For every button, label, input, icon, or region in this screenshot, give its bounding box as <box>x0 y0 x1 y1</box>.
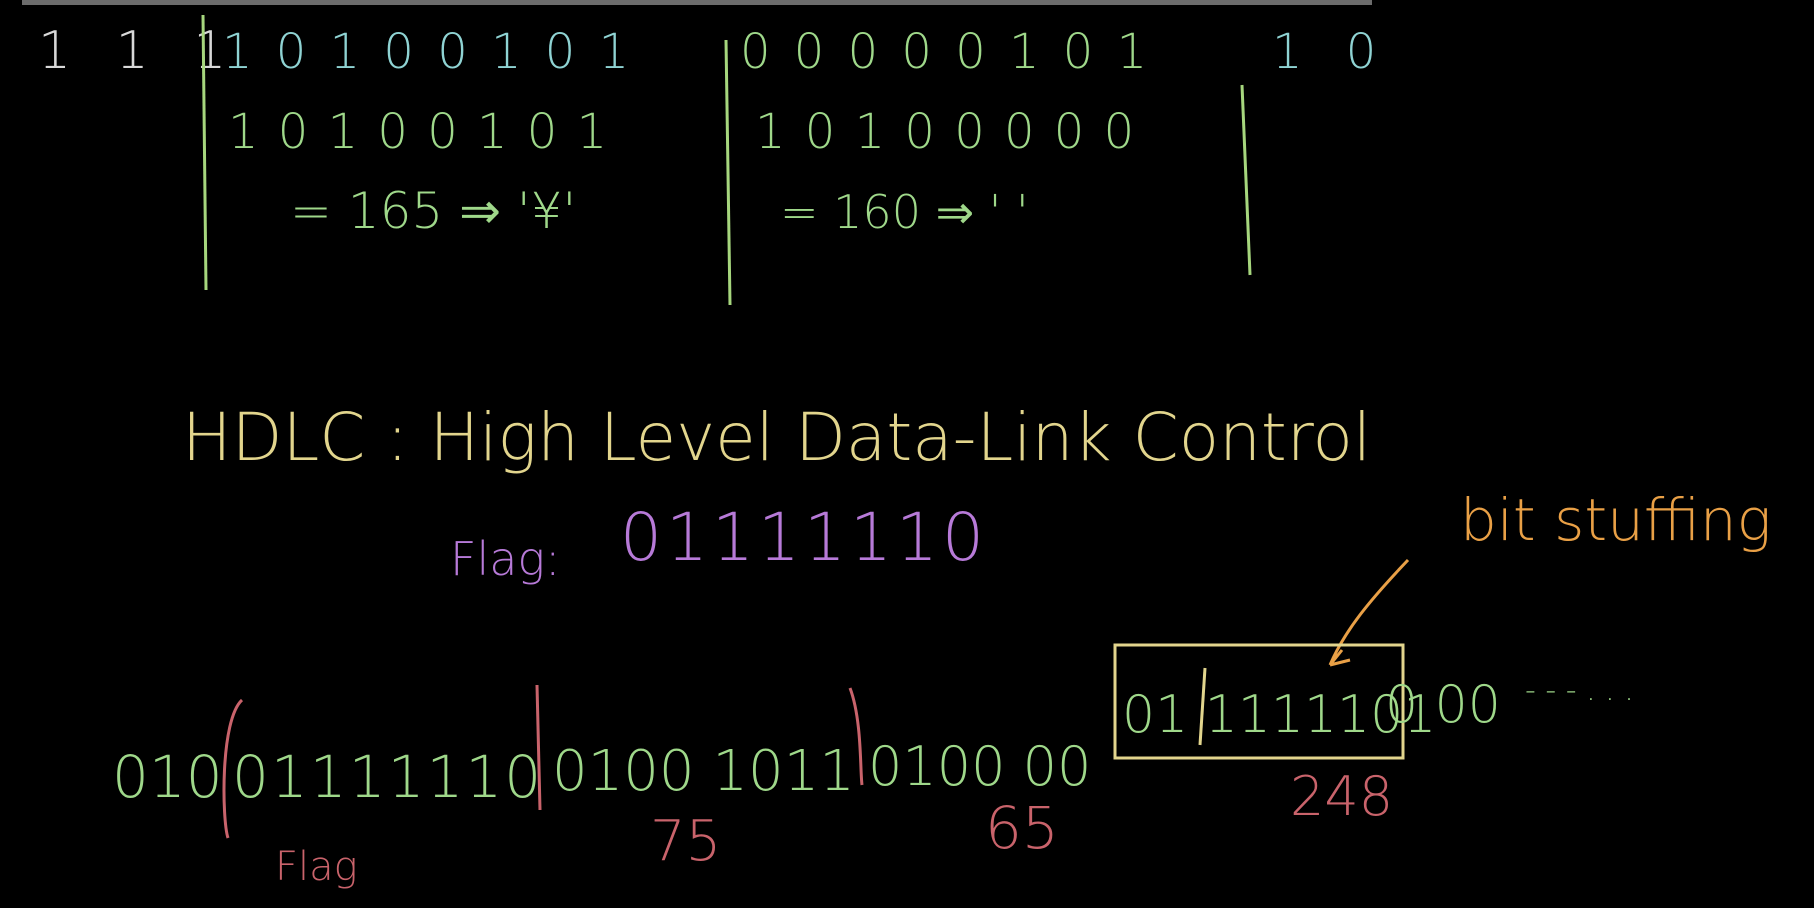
trail-bits: 1 0 <box>1272 24 1390 80</box>
byte2-value: = 160 ⇒ ' ' <box>780 185 1029 239</box>
divider-3 <box>1240 84 1252 276</box>
stuffing-box <box>1113 643 1405 760</box>
byte1-value: = 165 ⇒ '¥' <box>290 182 576 240</box>
flag-bits: 01111110 <box>620 499 988 576</box>
frame-prefix: 010 <box>112 743 223 811</box>
lead-bits: 1 1 1 <box>38 21 240 81</box>
byte2-bits: 0 0 0 0 0 1 0 1 <box>740 24 1151 80</box>
hdlc-title: HDLC : High Level Data-Link Control <box>182 399 1371 476</box>
byte2-reversed: 1 0 1 0 0 0 0 0 <box>755 104 1136 160</box>
frame-flag: 01111110 <box>232 743 543 811</box>
divider-1 <box>201 14 208 291</box>
byte1-bits: 1 0 1 0 0 1 0 1 <box>222 24 633 80</box>
frame-byte-b: 0100 00 <box>868 735 1091 798</box>
stuffing-box-divider <box>1198 667 1207 746</box>
byte-a-end-bracket <box>848 687 864 786</box>
frame-boxed-bits: 01 1111101 <box>1122 685 1436 745</box>
flag-end-bracket <box>535 684 542 811</box>
frame-byte-a: 0100 1011 <box>552 739 855 804</box>
frame-label-248: 248 <box>1290 765 1393 828</box>
frame-label-75: 75 <box>650 809 721 874</box>
frame-suffix: 0 00 <box>1385 675 1501 735</box>
bit-stuffing-label: bit stuffing <box>1460 486 1771 554</box>
video-progress-bar <box>22 0 1372 5</box>
flag-label: Flag: <box>450 532 561 586</box>
frame-trailing-dots: - - - . . . <box>1525 673 1634 708</box>
divider-2 <box>724 39 732 306</box>
byte1-reversed: 1 0 1 0 0 1 0 1 <box>228 104 609 160</box>
frame-label-65: 65 <box>985 794 1059 862</box>
bit-stuffing-arrow <box>1328 558 1410 667</box>
frame-label-flag: Flag <box>275 844 358 890</box>
flag-start-bracket <box>222 698 244 839</box>
